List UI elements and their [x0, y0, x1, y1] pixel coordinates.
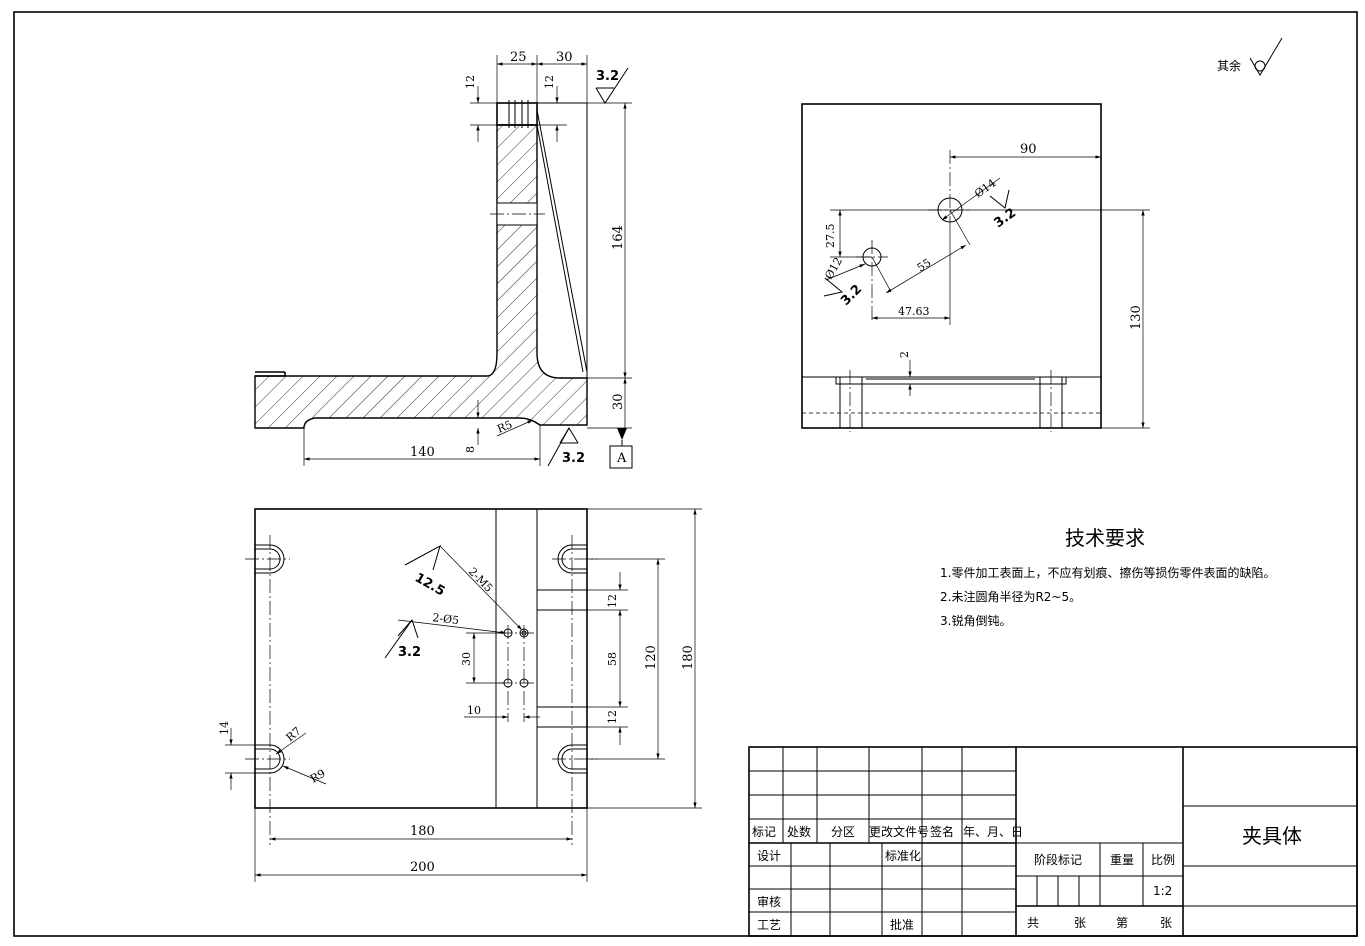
- tb-sheets-2: 张: [1160, 916, 1172, 930]
- roughness-side-b-icon: [823, 277, 844, 297]
- u-slot-bottom-left: [255, 744, 285, 774]
- dim-12-b: 12: [606, 710, 619, 724]
- tb-mark: 标记: [752, 825, 776, 839]
- dim-14: 14: [218, 721, 231, 735]
- side-view: 90 Ø14 3.2 27.5 130 55 Ø12 3.2 47.63: [801, 103, 1150, 432]
- roughness-side-a: 3.2: [992, 206, 1019, 232]
- tb-signature: 签名: [930, 824, 954, 839]
- tb-count: 处数: [787, 824, 811, 839]
- tb-total: 共: [1027, 916, 1039, 930]
- tech-req-title: 技术要求: [1065, 526, 1145, 550]
- dim-12-a: 12: [606, 594, 619, 608]
- top-view: 2-M5 12.5 2-Ø5 3.2 30 10 14 R7 R9: [218, 508, 702, 882]
- dim-12-right: 12: [543, 75, 556, 89]
- dim-30-top-view: 30: [460, 652, 473, 666]
- general-roughness-label: 其余: [1217, 58, 1241, 73]
- tb-change-doc: 更改文件号: [869, 824, 929, 839]
- roughness-top-value: 3.2: [596, 69, 619, 84]
- dim-180-horizontal: 180: [410, 824, 435, 839]
- roughness-symbol-icon: [1249, 37, 1283, 76]
- dim-140: 140: [410, 445, 435, 460]
- tb-process: 工艺: [757, 918, 781, 932]
- dim-30-top: 30: [556, 50, 573, 65]
- roughness-side-a-icon: [989, 189, 1010, 209]
- tb-part-name: 夹具体: [1242, 824, 1302, 848]
- roughness-12-5: 12.5: [412, 570, 447, 599]
- dim-27-5: 27.5: [824, 224, 837, 249]
- tb-scale-value: 1:2: [1153, 884, 1172, 898]
- roughness-side-b: 3.2: [838, 282, 865, 309]
- title-block: 标记 处数 分区 更改文件号 签名 年、月、日 设计 标准化 审核 工艺 批准 …: [748, 746, 1358, 937]
- dim-30-right: 30: [611, 393, 626, 410]
- tech-req-item-2: 2.未注圆角半径为R2~5。: [940, 589, 1081, 604]
- tb-design: 设计: [757, 849, 781, 863]
- datum-box: [609, 445, 633, 469]
- dim-m5: 2-M5: [466, 565, 495, 595]
- tb-stage-mark: 阶段标记: [1034, 852, 1082, 867]
- tb-standardize: 标准化: [885, 849, 921, 863]
- u-slot-top-left: [255, 544, 285, 574]
- dim-d05: 2-Ø5: [432, 611, 460, 627]
- dim-r7: R7: [284, 725, 304, 745]
- front-section-hatch: [254, 124, 588, 429]
- dim-r5: R5: [495, 418, 514, 436]
- tech-req-item-3: 3.锐角倒钝。: [940, 614, 1011, 628]
- dim-55: 55: [915, 256, 934, 274]
- dim-8: 8: [464, 446, 477, 453]
- dim-130: 130: [1129, 305, 1144, 330]
- roughness-bottom-icon: [547, 427, 579, 467]
- tech-requirements: 技术要求 1.零件加工表面上，不应有划痕、擦伤等损伤零件表面的缺陷。 2.未注圆…: [940, 526, 1275, 628]
- sheet-border: [13, 11, 1358, 937]
- dim-200: 200: [410, 860, 435, 875]
- dim-10: 10: [467, 704, 481, 717]
- tb-sheets: 张: [1074, 916, 1086, 930]
- roughness-bottom-value: 3.2: [562, 451, 585, 466]
- dim-58: 58: [606, 652, 619, 666]
- dim-120: 120: [644, 645, 659, 670]
- datum-label: A: [616, 451, 627, 466]
- top-outline: [254, 508, 588, 809]
- dim-164: 164: [611, 225, 626, 250]
- tb-review: 审核: [757, 894, 781, 909]
- dim-90: 90: [1020, 142, 1037, 157]
- dim-2: 2: [898, 351, 911, 358]
- dim-47-63: 47.63: [898, 305, 930, 318]
- roughness-top-view-a-icon: [404, 544, 441, 571]
- roughness-top-view-3-2: 3.2: [398, 645, 421, 660]
- tech-req-item-1: 1.零件加工表面上，不应有划痕、擦伤等损伤零件表面的缺陷。: [940, 565, 1275, 580]
- datum-triangle-icon: [587, 427, 632, 446]
- tb-sheet-no: 第: [1116, 916, 1128, 930]
- dim-d14: Ø14: [972, 176, 998, 200]
- dim-25: 25: [510, 50, 527, 65]
- tb-date: 年、月、日: [963, 825, 1023, 839]
- rib-line: [536, 109, 588, 373]
- roughness-top-view-b-icon: [384, 619, 419, 659]
- dim-12-left: 12: [464, 75, 477, 89]
- side-outline: [801, 103, 1102, 429]
- tb-approve: 批准: [890, 917, 914, 932]
- dim-d12: Ø12: [822, 255, 845, 281]
- general-roughness: 其余: [1217, 37, 1283, 76]
- tb-weight: 重量: [1110, 853, 1134, 867]
- tb-scale-label: 比例: [1151, 853, 1175, 867]
- dim-180-vertical: 180: [681, 645, 696, 670]
- dim-r9: R9: [308, 767, 328, 786]
- tb-zone: 分区: [831, 825, 855, 839]
- post-top: [496, 102, 538, 126]
- front-view: 25 30 12 12 3.2 164 30 A: [254, 50, 633, 469]
